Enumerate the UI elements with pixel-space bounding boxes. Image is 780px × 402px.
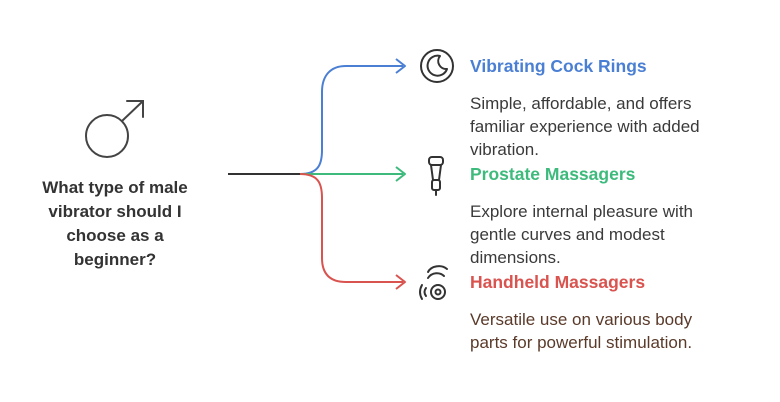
connector-handheld-massagers	[299, 173, 403, 283]
description-line: vibration.	[470, 140, 539, 159]
handheld-massager-icon	[419, 265, 448, 300]
prostate-massager-icon	[428, 156, 444, 196]
branch-title-vibrating-cock-rings: Vibrating Cock Rings	[470, 56, 647, 76]
male-symbol-icon	[85, 100, 144, 158]
description-line: parts for powerful stimulation.	[470, 333, 693, 352]
description-line: Explore internal pleasure with	[470, 202, 694, 221]
branch-description-vibrating-cock-rings: Simple, affordable, and offers familiar …	[470, 92, 770, 161]
description-line: Versatile use on various body	[470, 310, 693, 329]
question-line: choose as a	[66, 226, 164, 245]
question-line: vibrator should I	[48, 202, 182, 221]
branch-description-prostate-massagers: Explore internal pleasure with gentle cu…	[470, 200, 770, 269]
description-line: familiar experience with added	[470, 117, 700, 136]
branch-title-handheld-massagers: Handheld Massagers	[470, 272, 646, 292]
question-line: What type of male	[42, 178, 188, 197]
arrowhead-vibrating-cock-rings	[395, 58, 406, 74]
description-line: dimensions.	[470, 248, 561, 267]
connector-vibrating-cock-rings	[299, 65, 403, 175]
branch-title-prostate-massagers: Prostate Massagers	[470, 164, 636, 184]
arrowhead-handheld-massagers	[395, 274, 406, 290]
arrowhead-prostate-massagers	[395, 166, 406, 182]
root-question: What type of male vibrator should I choo…	[20, 176, 210, 272]
question-line: beginner?	[73, 250, 157, 269]
ring-icon	[420, 49, 454, 83]
description-line: gentle curves and modest	[470, 225, 665, 244]
branch-description-handheld-massagers: Versatile use on various body parts for …	[470, 308, 770, 354]
description-line: Simple, affordable, and offers	[470, 94, 692, 113]
